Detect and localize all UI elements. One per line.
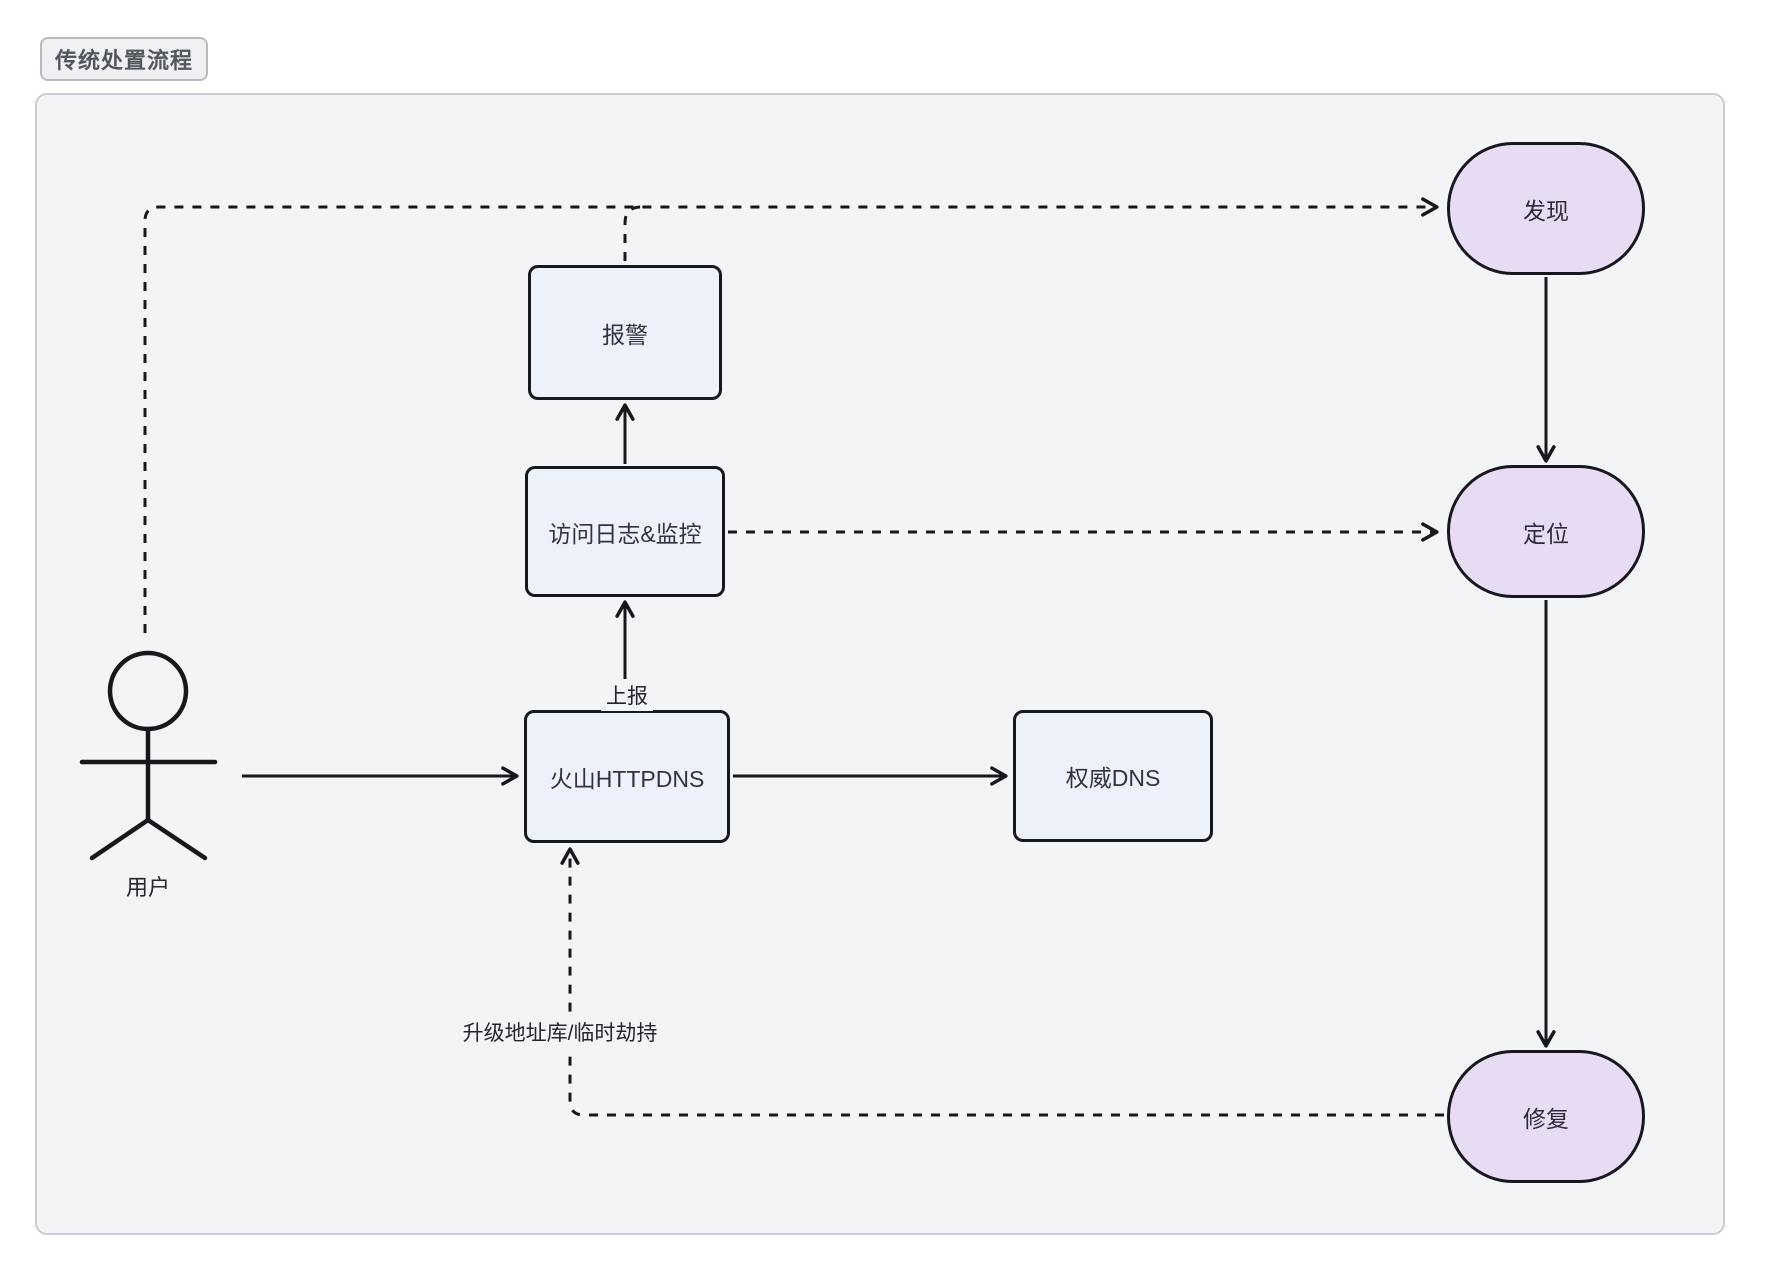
node-locate: 定位 <box>1447 465 1645 598</box>
actor-user-label: 用户 <box>120 869 176 903</box>
node-fix: 修复 <box>1447 1050 1645 1183</box>
node-locate-label: 定位 <box>1523 520 1569 547</box>
node-alarm: 报警 <box>528 265 722 400</box>
node-authdns-label: 权威DNS <box>1065 765 1161 791</box>
node-alarm-label: 报警 <box>602 321 648 348</box>
node-discover-label: 发现 <box>1523 197 1569 224</box>
node-log-label: 访问日志&监控 <box>548 520 702 547</box>
node-volcano-httpdns: 火山HTTPDNS <box>524 710 730 843</box>
node-httpdns-label: 火山HTTPDNS <box>549 765 705 792</box>
node-discover: 发现 <box>1447 142 1645 275</box>
diagram-title-badge: 传统处置流程 <box>40 37 209 81</box>
node-fix-label: 修复 <box>1523 1105 1569 1132</box>
node-access-log-monitor: 访问日志&监控 <box>525 466 725 597</box>
edge-label-report: 上报 <box>601 679 653 711</box>
edge-label-upgrade: 升级地址库/临时劫持 <box>457 1016 663 1048</box>
node-authoritative-dns: 权威DNS <box>1013 710 1213 842</box>
